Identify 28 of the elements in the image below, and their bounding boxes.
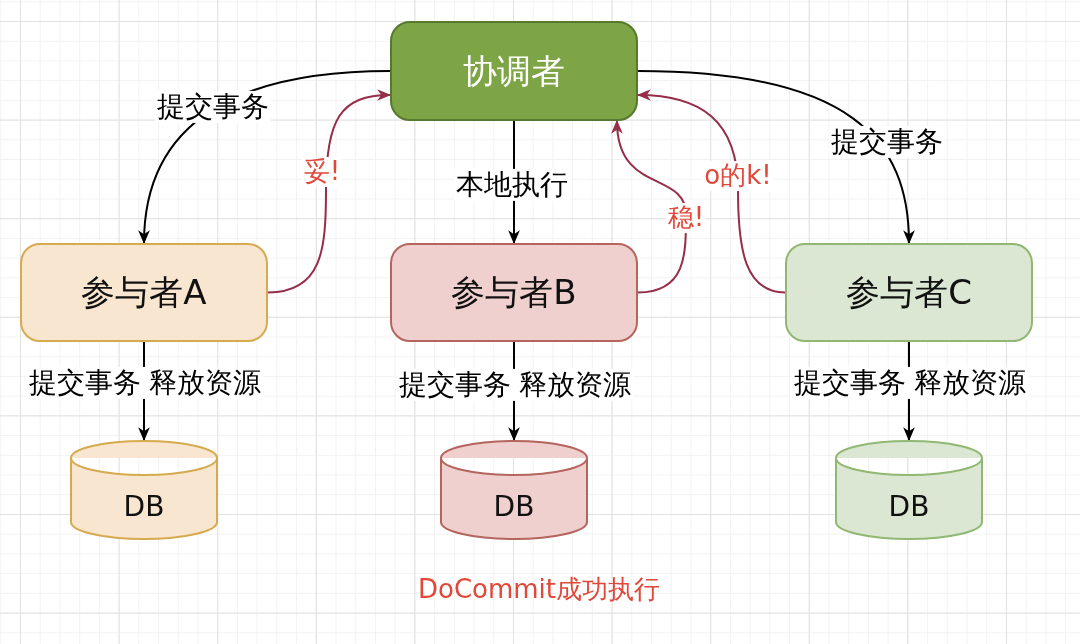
node-label: 参与者C: [846, 272, 972, 313]
node-label: DB: [123, 490, 165, 524]
edge-label: o的k!: [702, 161, 774, 191]
curved-arrow: [612, 119, 687, 294]
edge-label: 本地执行: [454, 168, 570, 202]
node-label: 参与者B: [451, 272, 577, 313]
edge-label: 提交事务 释放资源: [791, 366, 1029, 400]
edge-label: 提交事务 释放资源: [396, 368, 634, 402]
node-label: 参与者A: [81, 272, 207, 313]
participant-box: [20, 243, 268, 342]
coordinator-box: [390, 21, 638, 121]
node-label: DB: [888, 490, 930, 524]
edge-label: 稳!: [665, 203, 707, 233]
curved-arrow: [636, 89, 786, 294]
edge-label: 提交事务 释放资源: [26, 366, 264, 400]
edge-label: 提交事务: [155, 90, 271, 124]
participant-box: [785, 243, 1033, 342]
database-cylinder: [70, 440, 218, 540]
participant-box: [390, 243, 638, 342]
edge-label: 妥!: [301, 157, 343, 187]
node-label: 协调者: [463, 50, 565, 92]
database-cylinder: [835, 440, 983, 540]
curved-arrow: [637, 70, 915, 245]
database-cylinder: [440, 440, 588, 540]
node-label: DB: [493, 490, 535, 524]
caption: DoCommit成功执行: [417, 574, 661, 606]
edge-label: 提交事务: [829, 125, 945, 159]
curved-arrow: [267, 89, 392, 294]
